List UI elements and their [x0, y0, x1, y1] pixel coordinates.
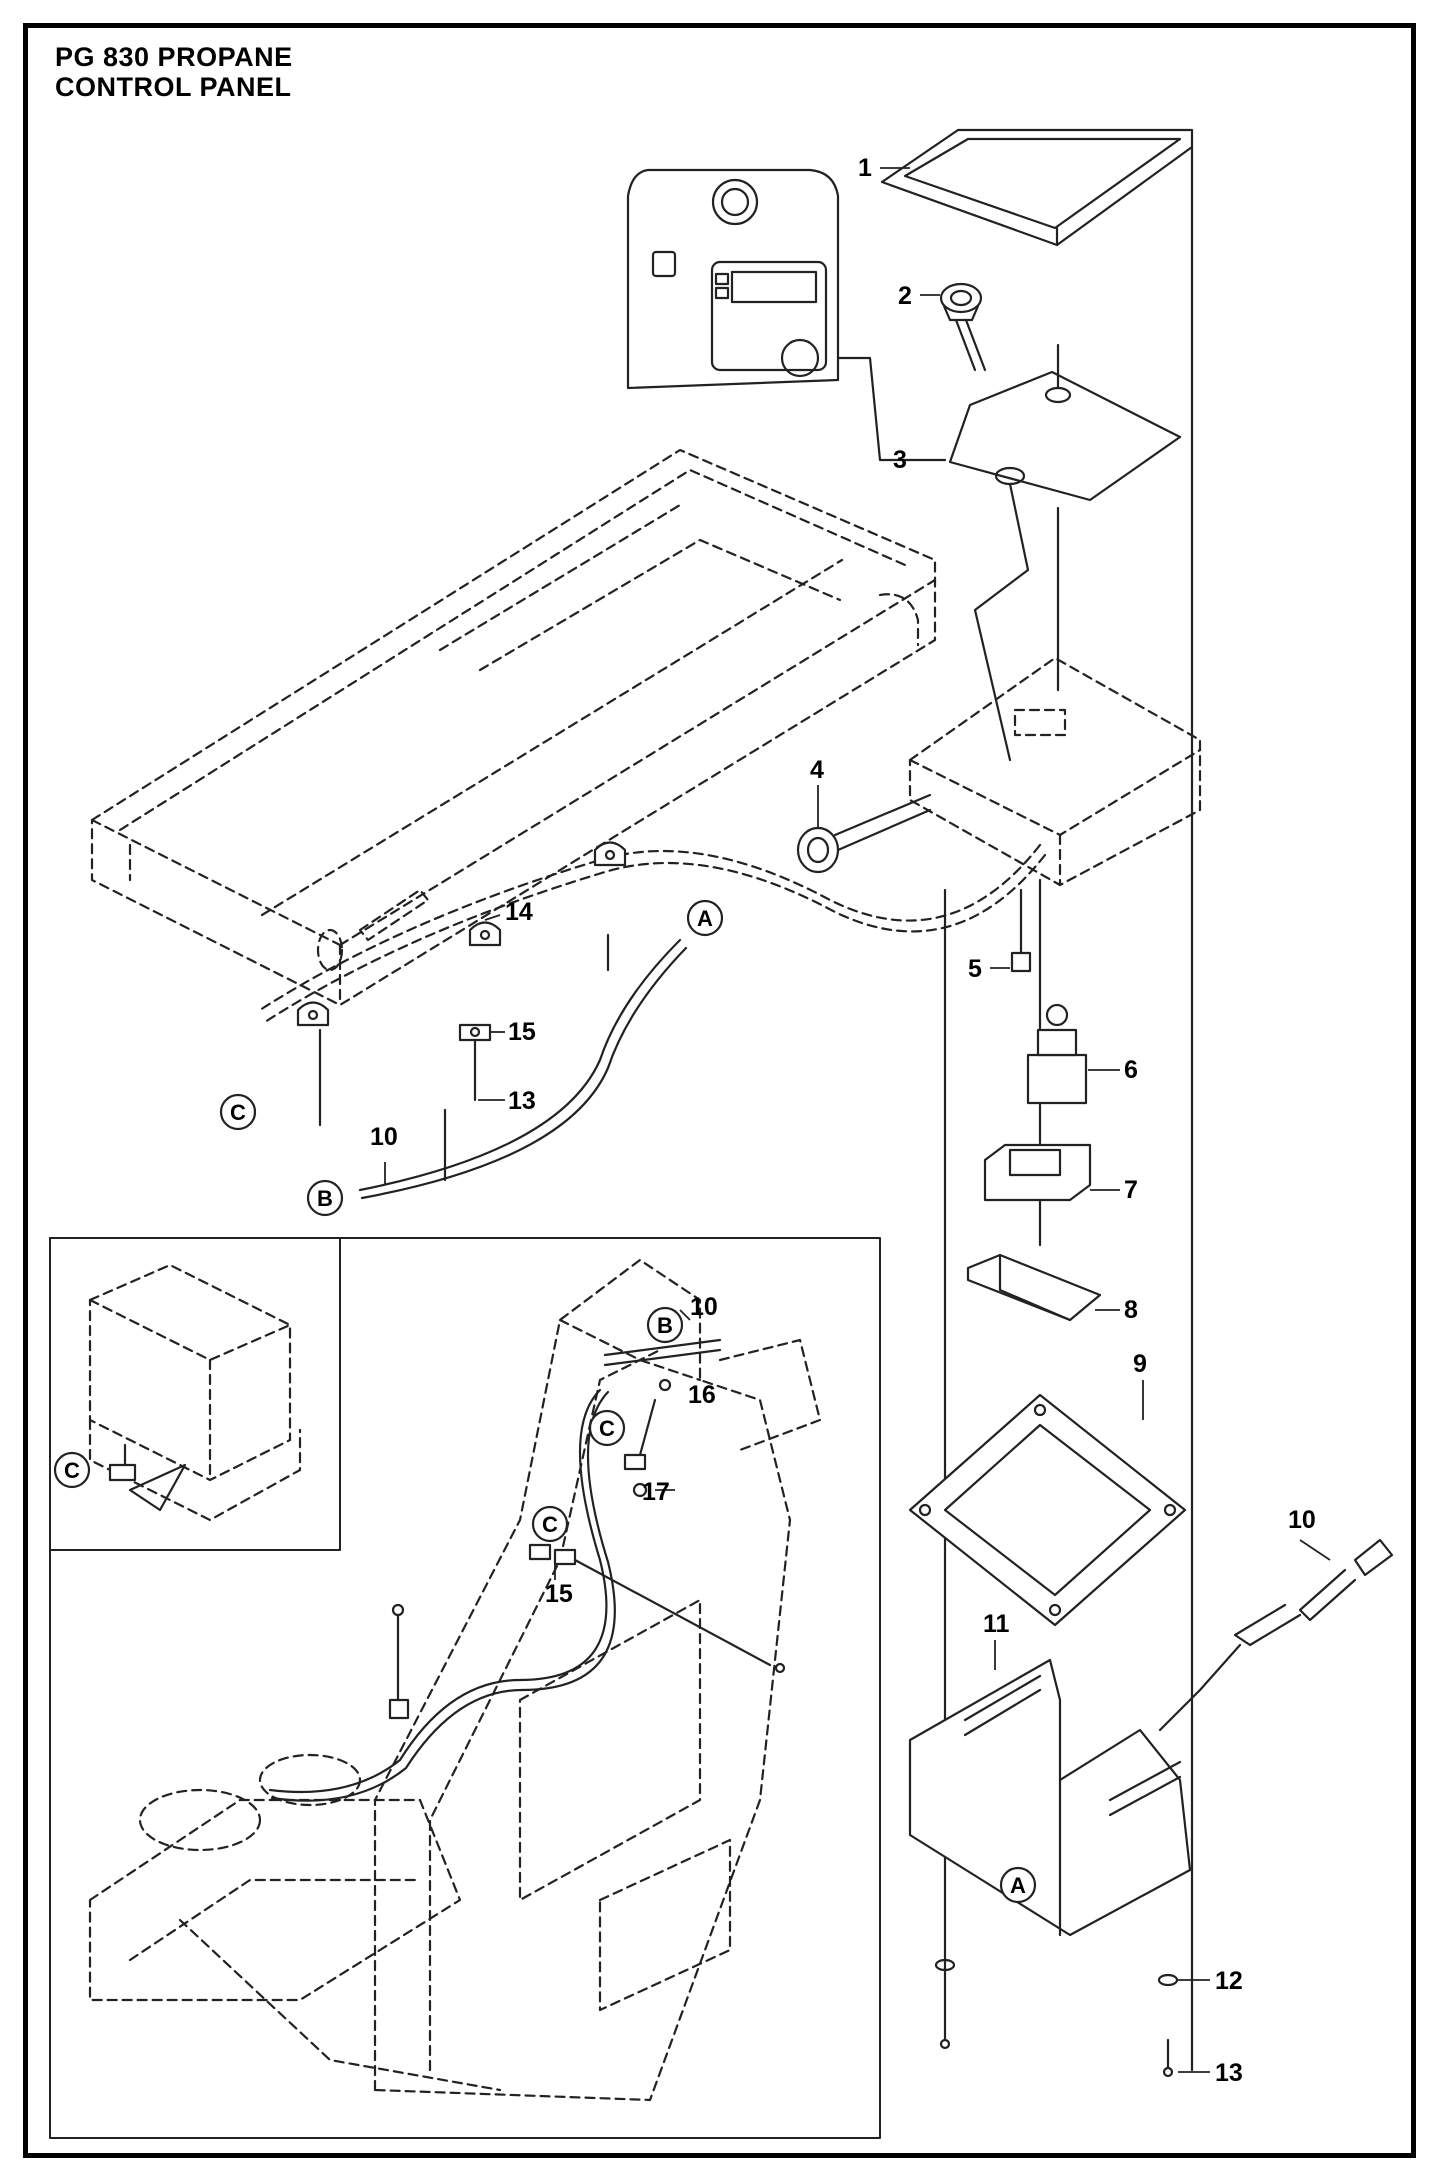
diagram-frame [23, 23, 1416, 2158]
small-inset-box [49, 1237, 341, 1551]
callout-B-inset: B [657, 1313, 673, 1338]
part-2-switch [939, 282, 987, 372]
part-label-10-inset: 10 [690, 1293, 718, 1321]
part-4-connector [796, 793, 932, 874]
part-label-9: 9 [1133, 1350, 1147, 1378]
part-9-gasket [908, 1393, 1187, 1627]
callout-C-inset-2: C [542, 1512, 558, 1537]
part-12-washer [1157, 1973, 1179, 1987]
washer-left [934, 1958, 956, 1972]
part-label-10-choke: 10 [1288, 1506, 1316, 1534]
part-1-cover-plate [880, 128, 1194, 247]
control-box-dashed [908, 656, 1202, 887]
inset-box [49, 1237, 881, 2139]
part-label-8: 8 [1124, 1296, 1138, 1324]
part-label-17: 17 [642, 1478, 670, 1506]
part-label-12: 12 [1215, 1967, 1243, 1995]
part-label-11: 11 [983, 1610, 1010, 1638]
part-11-mounting-bracket [908, 1658, 1192, 1937]
panel-mounting-plate [948, 343, 1182, 762]
part-7-hour-meter [983, 1143, 1092, 1202]
part-label-16: 16 [688, 1381, 716, 1409]
clamp-14b [593, 841, 627, 867]
leader-part-3 [836, 356, 947, 462]
part-label-3: 3 [893, 446, 907, 474]
callout-C-small-inset: C [64, 1458, 80, 1483]
clamp-15 [458, 1023, 492, 1042]
small-inset-clamp [108, 1443, 187, 1512]
part-label-14: 14 [505, 898, 533, 926]
part-label-2: 2 [898, 282, 912, 310]
callout-B-top: B [317, 1186, 333, 1211]
part-8-bracket [966, 1253, 1102, 1322]
diagram-title-line1: PG 830 PROPANE [55, 42, 293, 72]
part-6-key-switch [1026, 1003, 1088, 1105]
part-label-10-upper: 10 [370, 1123, 398, 1151]
part-label-4: 4 [810, 756, 824, 784]
part-13-screw [1162, 2066, 1174, 2078]
small-inset-battery-box [88, 1263, 302, 1522]
clamp-14a [468, 921, 502, 947]
part-5-block [1010, 951, 1032, 973]
diagram-title-line2: CONTROL PANEL [55, 72, 292, 102]
callout-A-bottom: A [1010, 1873, 1026, 1898]
clamp-14c [296, 1001, 330, 1027]
inset-cable-10 [268, 1388, 608, 1794]
part-label-15-inset: 15 [545, 1580, 573, 1608]
part-label-13: 13 [1215, 2059, 1243, 2087]
callout-A-top: A [697, 906, 713, 931]
part-label-1: 1 [858, 154, 872, 182]
callout-C-inset-1: C [599, 1416, 615, 1441]
part-3-control-panel [626, 168, 840, 390]
part-label-6: 6 [1124, 1056, 1138, 1084]
part-label-5: 5 [968, 955, 982, 983]
part-label-13-upper: 13 [508, 1087, 536, 1115]
inset-clamp-c3 [388, 1603, 410, 1720]
part-10-cable-upper [358, 938, 682, 1192]
callout-C-left: C [230, 1100, 246, 1125]
part-label-15: 15 [508, 1018, 536, 1046]
inset-clamp-c2 [528, 1543, 577, 1566]
part-label-7: 7 [1124, 1176, 1138, 1204]
main-tray-dashed [90, 448, 937, 1007]
part-10-choke-cable [1158, 1538, 1394, 1732]
inset-clamp-c1 [623, 1378, 672, 1471]
